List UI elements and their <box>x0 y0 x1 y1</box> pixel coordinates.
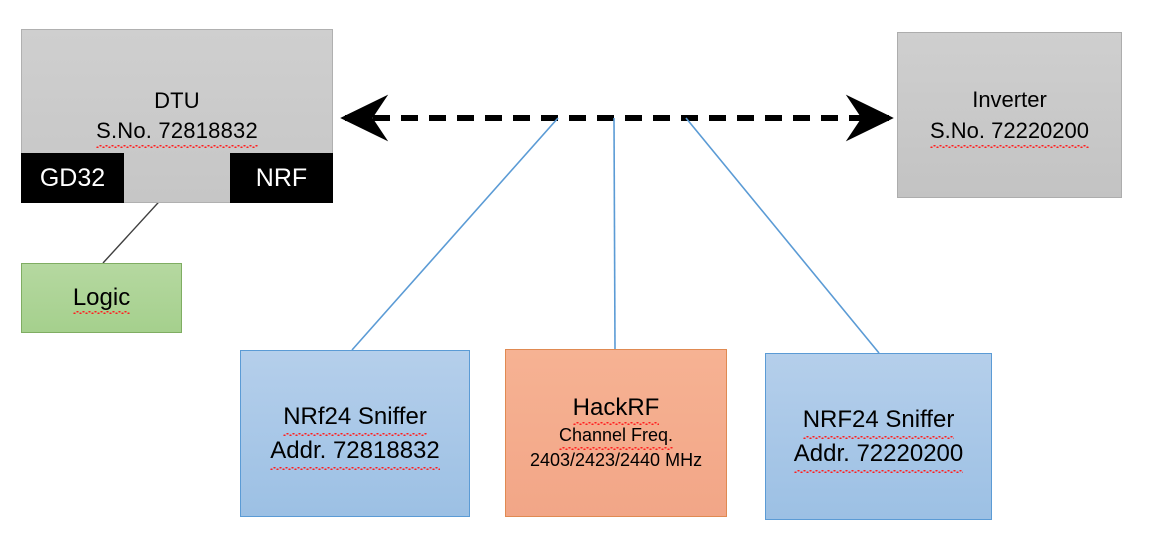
inverter-node[interactable]: Inverter S.No. 72220200 <box>897 32 1122 198</box>
inverter-serial: S.No. 72220200 <box>929 115 1090 148</box>
tap-line-left <box>351 117 559 351</box>
sniffer-right-address: Addr. 72220200 <box>793 437 963 473</box>
tap-line-middle <box>613 117 616 350</box>
dtu-title: DTU <box>154 88 200 113</box>
sniffer-left-address: Addr. 72818832 <box>270 434 440 470</box>
hackrf-node[interactable]: HackRF Channel Freq. 2403/2423/2440 MHz <box>505 349 727 517</box>
logic-label: Logic <box>72 284 131 314</box>
dtu-serial: S.No. 72818832 <box>96 116 258 148</box>
sniffer-left-node[interactable]: NRf24 Sniffer Addr. 72818832 <box>240 350 470 517</box>
chip-gd32[interactable]: GD32 <box>21 153 124 203</box>
hackrf-title: HackRF <box>572 394 660 425</box>
sniffer-left-title: NRf24 Sniffer <box>283 400 427 436</box>
sniffer-right-title: NRF24 Sniffer <box>802 403 954 439</box>
logic-analyzer-node[interactable]: Logic <box>21 263 182 333</box>
hackrf-frequencies: 2403/2423/2440 MHz <box>529 450 703 470</box>
tap-line-right <box>685 117 880 354</box>
chip-nrf[interactable]: NRF <box>230 153 333 203</box>
sniffer-right-node[interactable]: NRF24 Sniffer Addr. 72220200 <box>765 353 992 520</box>
inverter-title: Inverter <box>972 87 1047 112</box>
hackrf-subtitle: Channel Freq. <box>558 423 674 450</box>
